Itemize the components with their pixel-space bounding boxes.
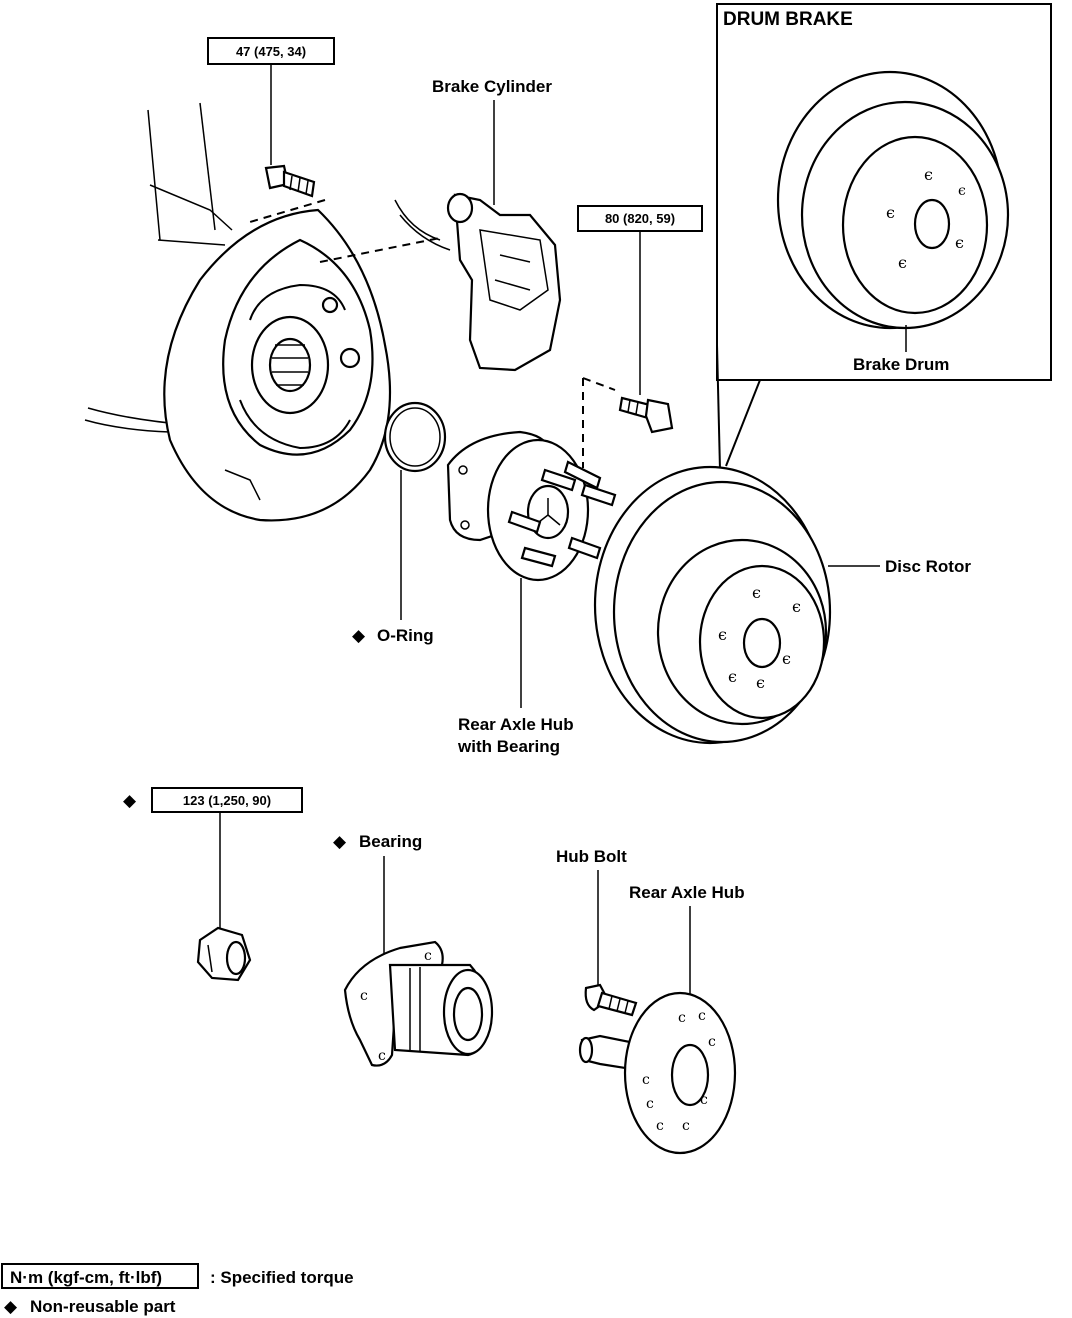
brake-cylinder-label: Brake Cylinder bbox=[432, 77, 552, 96]
rear-axle-hub-part: c c c c c c c c bbox=[578, 991, 737, 1155]
caliper-bolt bbox=[618, 396, 674, 434]
drum-brake-title: DRUM BRAKE bbox=[723, 9, 853, 30]
o-ring-label: O-Ring bbox=[377, 626, 434, 645]
svg-text:c: c bbox=[656, 1118, 664, 1134]
svg-text:ϵ: ϵ bbox=[898, 253, 907, 272]
bearing-label: Bearing bbox=[359, 832, 422, 851]
hub-bolt-part bbox=[584, 983, 638, 1017]
svg-text:ϵ: ϵ bbox=[886, 203, 895, 222]
torque-80-value: 80 (820, 59) bbox=[605, 211, 675, 226]
disc-rotor-label: Disc Rotor bbox=[885, 557, 971, 576]
axle-nut-part bbox=[196, 926, 252, 982]
svg-text:ϵ: ϵ bbox=[955, 233, 964, 252]
torque-spec-47: 47 (475, 34) bbox=[207, 37, 335, 165]
hub-bolt-label: Hub Bolt bbox=[556, 847, 627, 866]
svg-text:ϵ: ϵ bbox=[752, 583, 761, 602]
legend-torque-unit: N·m (kgf-cm, ft·lbf) bbox=[10, 1268, 162, 1287]
svg-text:c: c bbox=[646, 1096, 654, 1112]
nonreusable-mark-oring: ◆ bbox=[352, 626, 366, 645]
nonreusable-mark-nut: ◆ bbox=[123, 791, 137, 810]
torque-123-value: 123 (1,250, 90) bbox=[183, 793, 271, 808]
svg-text:c: c bbox=[378, 1048, 386, 1064]
backing-plate-assembly bbox=[84, 102, 392, 522]
svg-text:c: c bbox=[698, 1008, 706, 1024]
torque-spec-123: 123 (1,250, 90) bbox=[151, 787, 303, 930]
backing-plate-bolt bbox=[264, 164, 316, 198]
legend: N·m (kgf-cm, ft·lbf) : Specified torque … bbox=[1, 1263, 354, 1316]
drum-brake-inset: DRUM BRAKE ϵ ϵ ϵ ϵ ϵ Brake Drum bbox=[716, 3, 1052, 471]
svg-text:c: c bbox=[700, 1092, 708, 1108]
legend-nonreusable-mark: ◆ bbox=[4, 1297, 18, 1316]
rear-axle-hub-bearing-label-2: with Bearing bbox=[457, 737, 560, 756]
disc-rotor-part: ϵ ϵ ϵ ϵ ϵ ϵ bbox=[593, 465, 832, 745]
svg-text:c: c bbox=[642, 1072, 650, 1088]
bearing-part: c c c bbox=[343, 940, 494, 1067]
svg-text:c: c bbox=[360, 988, 368, 1004]
legend-torque-desc: : Specified torque bbox=[210, 1268, 354, 1287]
svg-text:c: c bbox=[682, 1118, 690, 1134]
svg-text:c: c bbox=[708, 1034, 716, 1050]
torque-spec-80: 80 (820, 59) bbox=[577, 205, 703, 395]
rear-axle-hub-label: Rear Axle Hub bbox=[629, 883, 745, 902]
svg-text:ϵ: ϵ bbox=[782, 649, 791, 668]
svg-text:ϵ: ϵ bbox=[958, 183, 966, 199]
svg-text:ϵ: ϵ bbox=[756, 673, 765, 692]
svg-text:c: c bbox=[424, 948, 432, 964]
svg-text:c: c bbox=[678, 1010, 686, 1026]
brake-drum-part: ϵ ϵ ϵ ϵ ϵ bbox=[776, 70, 1010, 330]
o-ring-part bbox=[383, 401, 447, 473]
brake-cylinder-part bbox=[394, 192, 562, 372]
svg-text:ϵ: ϵ bbox=[718, 625, 727, 644]
torque-47-value: 47 (475, 34) bbox=[236, 44, 306, 59]
legend-nonreusable-desc: Non-reusable part bbox=[30, 1297, 176, 1316]
rear-axle-hub-bearing-label-1: Rear Axle Hub bbox=[458, 715, 574, 734]
svg-text:ϵ: ϵ bbox=[728, 667, 737, 686]
svg-text:ϵ: ϵ bbox=[924, 165, 933, 184]
svg-text:ϵ: ϵ bbox=[792, 597, 801, 616]
brake-drum-label: Brake Drum bbox=[853, 355, 949, 374]
nonreusable-mark-bearing: ◆ bbox=[333, 832, 347, 851]
rear-axle-hub-with-bearing-part bbox=[446, 430, 617, 582]
